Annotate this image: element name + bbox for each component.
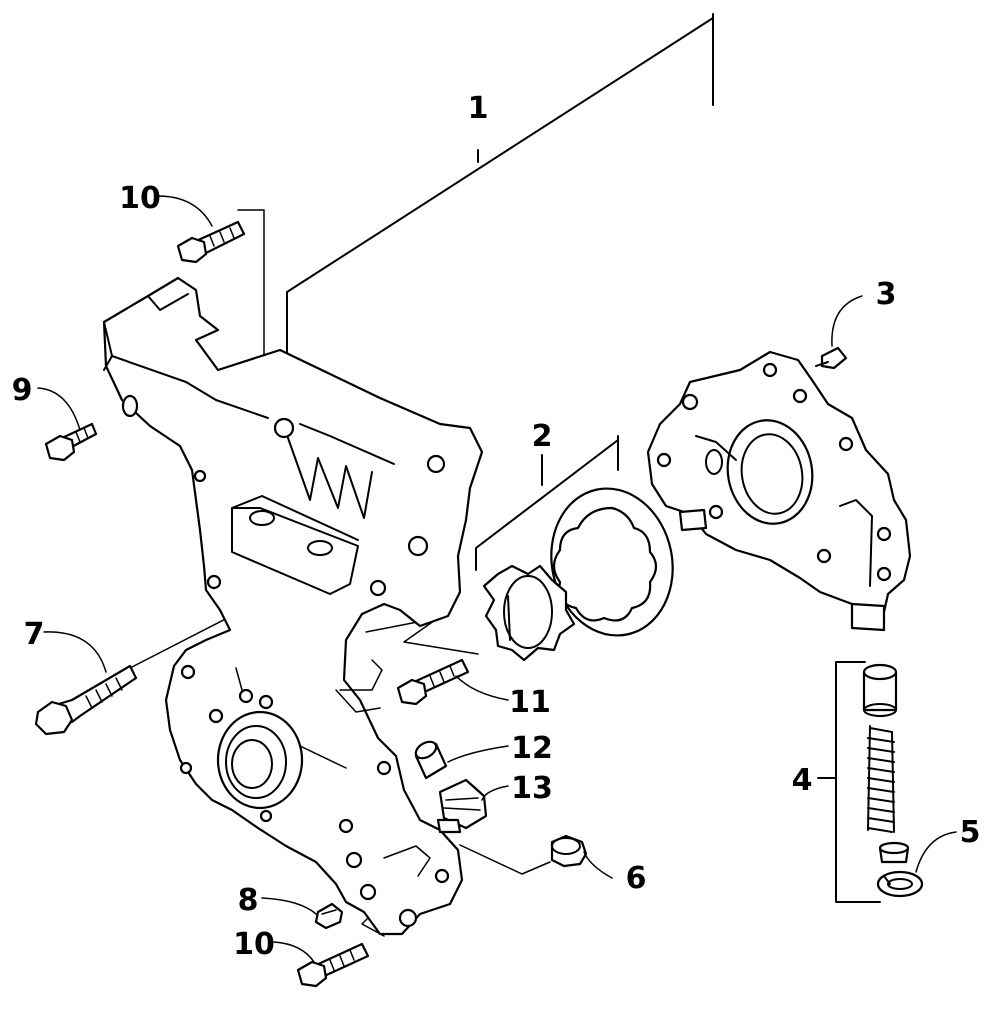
circlip <box>876 870 924 898</box>
callout-11: 11 <box>509 685 551 720</box>
callout-10-upper: 10 <box>119 181 161 216</box>
bolt-short <box>44 422 98 462</box>
callout-6: 6 <box>626 861 647 896</box>
small-plug <box>314 902 344 930</box>
bolt-long <box>34 664 138 736</box>
callout-9: 9 <box>12 373 33 408</box>
spring <box>867 725 895 833</box>
oil-pump-rotors <box>482 487 674 662</box>
bolt-upper <box>176 220 246 264</box>
callout-12: 12 <box>511 731 553 766</box>
screw-small <box>815 346 848 370</box>
callout-4: 4 <box>792 763 813 798</box>
callout-5: 5 <box>960 815 981 850</box>
callout-8: 8 <box>238 883 259 918</box>
oil-pump-cover <box>646 350 912 632</box>
callout-10-lower: 10 <box>233 927 275 962</box>
callout-7: 7 <box>24 617 45 652</box>
plug-cap <box>550 834 588 868</box>
oil-pressure-switch <box>436 778 488 834</box>
callout-3: 3 <box>876 277 897 312</box>
callout-13: 13 <box>511 771 553 806</box>
dowel-pin <box>414 740 448 780</box>
front-cover <box>102 276 484 936</box>
callout-leaders <box>37 195 957 963</box>
callout-2: 2 <box>532 419 553 454</box>
relief-valve-assembly <box>862 663 910 864</box>
bolt-medium <box>396 658 470 706</box>
bolt-lower <box>296 942 370 988</box>
callout-1: 1 <box>468 91 489 126</box>
callout-labels: 1 2 3 4 5 6 7 8 9 10 10 11 12 13 <box>12 91 981 962</box>
